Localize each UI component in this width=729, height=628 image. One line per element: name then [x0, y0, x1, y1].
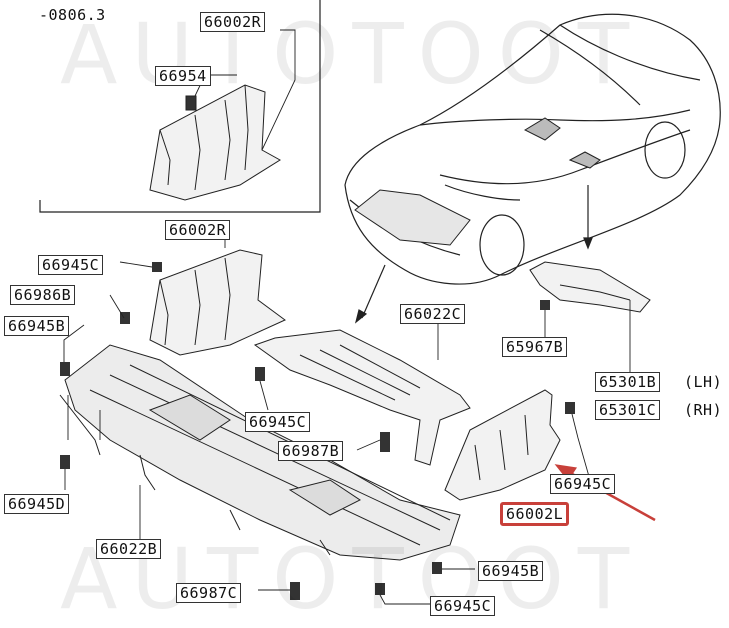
- clip-66986b: [120, 312, 130, 324]
- clip-66945c-bottom: [375, 583, 385, 595]
- clip-66945c-right: [565, 402, 575, 414]
- clip-66945c-mid: [255, 367, 265, 381]
- part-label-66945c-top: 66945C: [38, 255, 104, 275]
- part-label-66945c-right: 66945C: [550, 474, 616, 494]
- arrow-to-66022c: [361, 264, 386, 319]
- clip-66945d: [60, 455, 70, 469]
- inset-frame: [39, 0, 321, 213]
- part-label-65301b: 65301B: [595, 372, 661, 392]
- panel-66002l: [444, 389, 561, 501]
- part-label-66945b-left: 66945B: [4, 316, 70, 336]
- side-label-lh: (LH): [683, 373, 724, 391]
- bolt-66987c: [290, 582, 300, 600]
- bolt-66987b: [380, 432, 390, 452]
- part-label-66954: 66954: [155, 66, 211, 86]
- clip-66945c-top: [152, 262, 162, 272]
- part-label-66945c-bottom: 66945C: [430, 596, 496, 616]
- inset-panel-66002r: [149, 84, 281, 201]
- part-label-66945c-mid: 66945C: [245, 412, 311, 432]
- panel-66022c: [253, 329, 471, 466]
- part-label-66945d: 66945D: [4, 494, 70, 514]
- leader-lines: [63, 29, 631, 605]
- side-label-rh: (RH): [683, 401, 724, 419]
- part-label-65967b: 65967B: [502, 337, 568, 357]
- part-label-66002l-highlighted: 66002L: [500, 502, 570, 526]
- part-label-66022c: 66022C: [400, 304, 466, 324]
- clip-66945b-left: [60, 362, 70, 376]
- part-label-66986b: 66986B: [10, 285, 76, 305]
- date-code: -0806.3: [38, 6, 107, 24]
- part-label-66002r: 66002R: [165, 220, 231, 240]
- part-label-66002r-inset: 66002R: [200, 12, 266, 32]
- panel-66022b: [59, 344, 461, 561]
- panel-66002r: [149, 249, 286, 356]
- fasteners: [60, 262, 575, 600]
- part-label-65301c: 65301C: [595, 400, 661, 420]
- part-label-66022b: 66022B: [96, 539, 162, 559]
- car-underside-panels: [354, 117, 601, 246]
- clip-66945b-bottom: [432, 562, 442, 574]
- car-outline: [344, 13, 721, 285]
- part-label-66987b: 66987B: [278, 441, 344, 461]
- clip-65967b: [540, 300, 550, 310]
- part-label-66987c: 66987C: [176, 583, 242, 603]
- panel-65301: [529, 261, 651, 313]
- part-label-66945b-bottom: 66945B: [478, 561, 544, 581]
